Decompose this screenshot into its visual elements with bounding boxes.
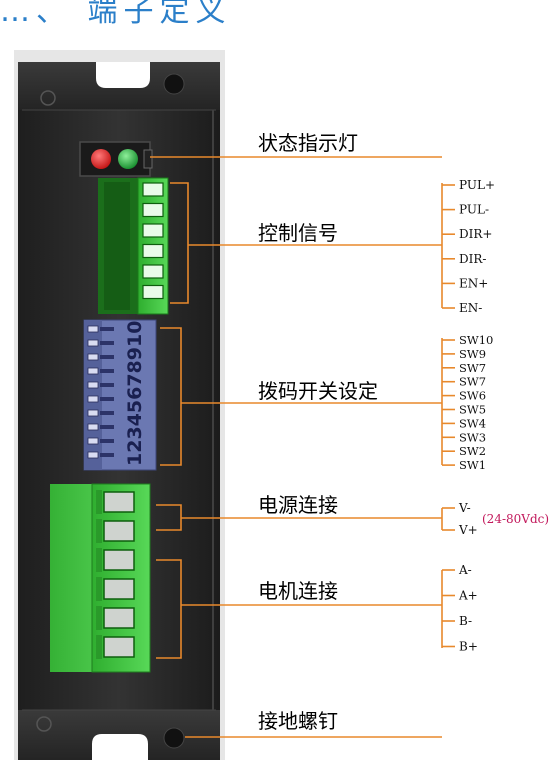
terminal-lip (96, 606, 102, 630)
pin-label: PUL- (459, 203, 489, 217)
control-terminal-slot (142, 182, 164, 197)
callout-label-motor: 电机连接 (258, 579, 338, 603)
bottom-slot (92, 734, 148, 760)
dip-lever (87, 409, 99, 417)
callout-label-status: 状态指示灯 (258, 131, 358, 155)
pin-label: V- (458, 501, 471, 515)
pin-label: SW5 (459, 403, 486, 417)
terminal-lip (96, 635, 102, 659)
dip-lever (87, 451, 99, 459)
power-motor-terminal-slot (103, 491, 135, 513)
pin-label: SW1 (459, 458, 486, 472)
terminal-lip (96, 577, 102, 601)
dip-lever-slot (100, 341, 114, 345)
bracket-motor (156, 559, 182, 659)
dip-switch-block: 12345678910 (83, 319, 157, 471)
callout-label-ground: 接地螺钉 (258, 709, 338, 733)
top-right-screw-icon (163, 73, 185, 95)
dip-lever-slot (100, 439, 114, 443)
dip-lever-slot (100, 411, 114, 415)
power-motor-terminal-slot (103, 636, 135, 658)
led-red-icon (91, 149, 111, 169)
pin-label: PUL+ (459, 178, 495, 192)
dip-lever-slot (100, 369, 114, 373)
status-led-panel (79, 141, 153, 177)
pin-label: SW9 (459, 347, 486, 361)
dip-lever (87, 381, 99, 389)
dip-lever-slot (100, 453, 114, 457)
power-motor-terminal-slot (103, 549, 135, 571)
pin-label: DIR+ (459, 227, 492, 241)
dip-lever-slot (100, 355, 114, 359)
pin-label: EN- (459, 301, 482, 315)
power-voltage-range: (24-80Vdc) (482, 512, 549, 526)
leader-lines (150, 156, 455, 738)
pin-label: SW4 (459, 416, 486, 430)
pin-label: DIR- (459, 252, 486, 266)
ground-screw-icon (163, 727, 185, 749)
control-signal-terminal (98, 177, 169, 315)
pin-label: SW10 (459, 333, 493, 347)
dip-lever (87, 437, 99, 445)
control-terminal-slot (142, 243, 164, 259)
page-heading: …、 端子定义 (0, 0, 232, 29)
led-green-icon (118, 149, 138, 169)
pin-label: V+ (458, 523, 478, 537)
dip-lever-slot (100, 425, 114, 429)
dip-lever (87, 339, 99, 347)
bracket-control (170, 182, 189, 304)
pin-label: SW2 (459, 444, 486, 458)
pin-label: A+ (458, 589, 478, 603)
dip-lever (87, 353, 99, 361)
pin-label: B- (459, 614, 472, 628)
top-left-hole (40, 90, 56, 106)
pin-label: A- (458, 563, 472, 577)
pin-labels: PUL+PUL-DIR+DIR-EN+EN-SW10SW9SW7SW7SW6SW… (458, 178, 495, 654)
terminal-lip (96, 519, 102, 543)
power-motor-terminal (50, 483, 151, 673)
dip-lever (87, 325, 99, 333)
terminal-lip (96, 490, 102, 514)
callout-label-dip: 拨码开关设定 (258, 379, 378, 403)
control-terminal-slot (142, 284, 164, 300)
power-motor-terminal-slot (103, 607, 135, 629)
pin-label: SW7 (459, 375, 486, 389)
pin-label: SW7 (459, 361, 486, 375)
bottom-left-hole (36, 716, 52, 732)
callout-label-power: 电源连接 (258, 493, 338, 517)
pin-label: EN+ (459, 276, 488, 290)
dip-lever-slot (100, 383, 114, 387)
top-slot (96, 62, 150, 88)
power-motor-terminal-slot (103, 520, 135, 542)
pin-label: SW6 (459, 389, 486, 403)
pin-label: B+ (459, 640, 478, 654)
dip-lever (87, 395, 99, 403)
terminal-lip (96, 548, 102, 572)
bracket-dip (160, 327, 182, 466)
dip-lever (87, 367, 99, 375)
control-terminal-slot (142, 202, 164, 218)
dip-number-strip: 12345678910 (124, 321, 146, 466)
callout-label-control: 控制信号 (258, 221, 338, 245)
control-terminal-slot (142, 223, 164, 238)
dip-lever-slot (100, 327, 114, 331)
pin-label: SW3 (459, 430, 486, 444)
control-terminal-slot (142, 264, 164, 279)
dip-lever-slot (100, 397, 114, 401)
dip-lever (87, 423, 99, 431)
power-motor-terminal-slot (103, 578, 135, 600)
